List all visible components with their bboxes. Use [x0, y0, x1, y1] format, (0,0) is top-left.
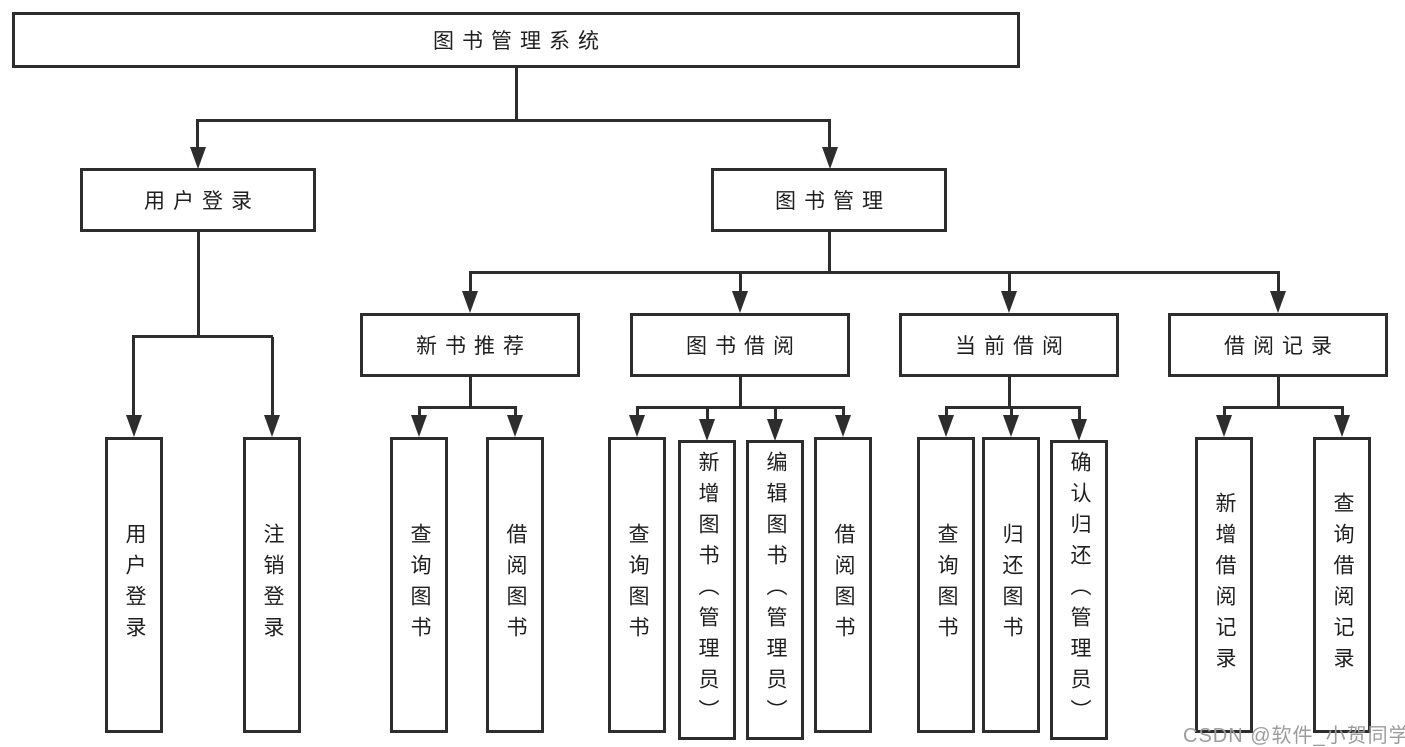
connector-line [132, 335, 273, 338]
leaf-query-books-current: 查询图书 [917, 437, 975, 733]
connector-line [271, 337, 274, 417]
connector-line [196, 121, 199, 149]
node-borrowing-records: 借阅记录 [1168, 313, 1388, 377]
connector-arrowhead [732, 291, 748, 313]
connector-line [739, 377, 742, 408]
connector-line [945, 408, 948, 417]
connector-arrowhead [835, 415, 851, 437]
node-book-management-system: 图书管理系统 [12, 12, 1020, 68]
connector-arrowhead [1003, 415, 1019, 437]
connector-arrowhead [507, 415, 523, 437]
connector-line [1223, 406, 1344, 409]
connector-line [469, 271, 1280, 274]
connector-line [636, 406, 845, 409]
leaf-borrow-books-borrowing: 借阅图书 [814, 437, 872, 733]
connector-line [469, 377, 472, 408]
connector-line [1277, 273, 1280, 293]
connector-line [418, 408, 421, 417]
leaf-user-login: 用户登录 [105, 437, 163, 733]
connector-line [1010, 408, 1013, 417]
connector-line [739, 273, 742, 293]
connector-line [196, 119, 831, 122]
node-book-management: 图书管理 [711, 168, 947, 232]
connector-line [469, 273, 472, 293]
leaf-query-books-recommend: 查询图书 [390, 437, 448, 733]
connector-arrowhead [629, 415, 645, 437]
connector-arrowhead [126, 415, 142, 437]
connector-line [1078, 408, 1081, 419]
node-new-book-recommendation: 新书推荐 [360, 313, 580, 377]
connector-arrowhead [264, 415, 280, 437]
connector-line [1008, 377, 1011, 408]
leaf-add-borrow-record: 新增借阅记录 [1195, 437, 1253, 733]
leaf-confirm-return-admin: 确认归还（管理员） [1050, 440, 1108, 740]
connector-arrowhead [1216, 415, 1232, 437]
leaf-logout: 注销登录 [243, 437, 301, 733]
connector-arrowhead [767, 419, 783, 441]
connector-arrowhead [1334, 415, 1350, 437]
connector-arrowhead [1001, 291, 1017, 313]
connector-line [706, 408, 709, 419]
connector-arrowhead [1071, 419, 1087, 441]
connector-arrowhead [411, 415, 427, 437]
leaf-borrow-books-recommend: 借阅图书 [486, 437, 544, 733]
connector-line [132, 337, 135, 417]
connector-arrowhead [462, 291, 478, 313]
connector-line [418, 406, 517, 409]
watermark: CSDN @软件_小贺同学 [1183, 725, 1405, 747]
leaf-return-books: 归还图书 [982, 437, 1040, 733]
connector-line [842, 408, 845, 417]
connector-line [636, 408, 639, 417]
connector-line [1277, 377, 1280, 408]
connector-line [945, 406, 1081, 409]
connector-line [197, 232, 200, 338]
leaf-query-borrow-record: 查询借阅记录 [1313, 437, 1371, 733]
connector-arrowhead [190, 147, 206, 169]
node-book-borrowing: 图书借阅 [630, 313, 850, 377]
connector-arrowhead [938, 415, 954, 437]
connector-line [1341, 408, 1344, 417]
connector-line [1008, 273, 1011, 293]
connector-line [828, 121, 831, 149]
leaf-add-books-admin: 新增图书（管理员） [678, 440, 736, 740]
connector-arrowhead [1270, 291, 1286, 313]
connector-line [774, 408, 777, 419]
leaf-query-books-borrowing: 查询图书 [608, 437, 666, 733]
connector-line [828, 232, 831, 273]
node-current-borrowing: 当前借阅 [899, 313, 1119, 377]
connector-arrowhead [699, 419, 715, 441]
node-user-login: 用户登录 [80, 168, 316, 232]
leaf-edit-books-admin: 编辑图书（管理员） [746, 440, 804, 740]
connector-line [515, 68, 518, 122]
connector-line [514, 408, 517, 417]
connector-arrowhead [822, 147, 838, 169]
connector-line [1223, 408, 1226, 417]
